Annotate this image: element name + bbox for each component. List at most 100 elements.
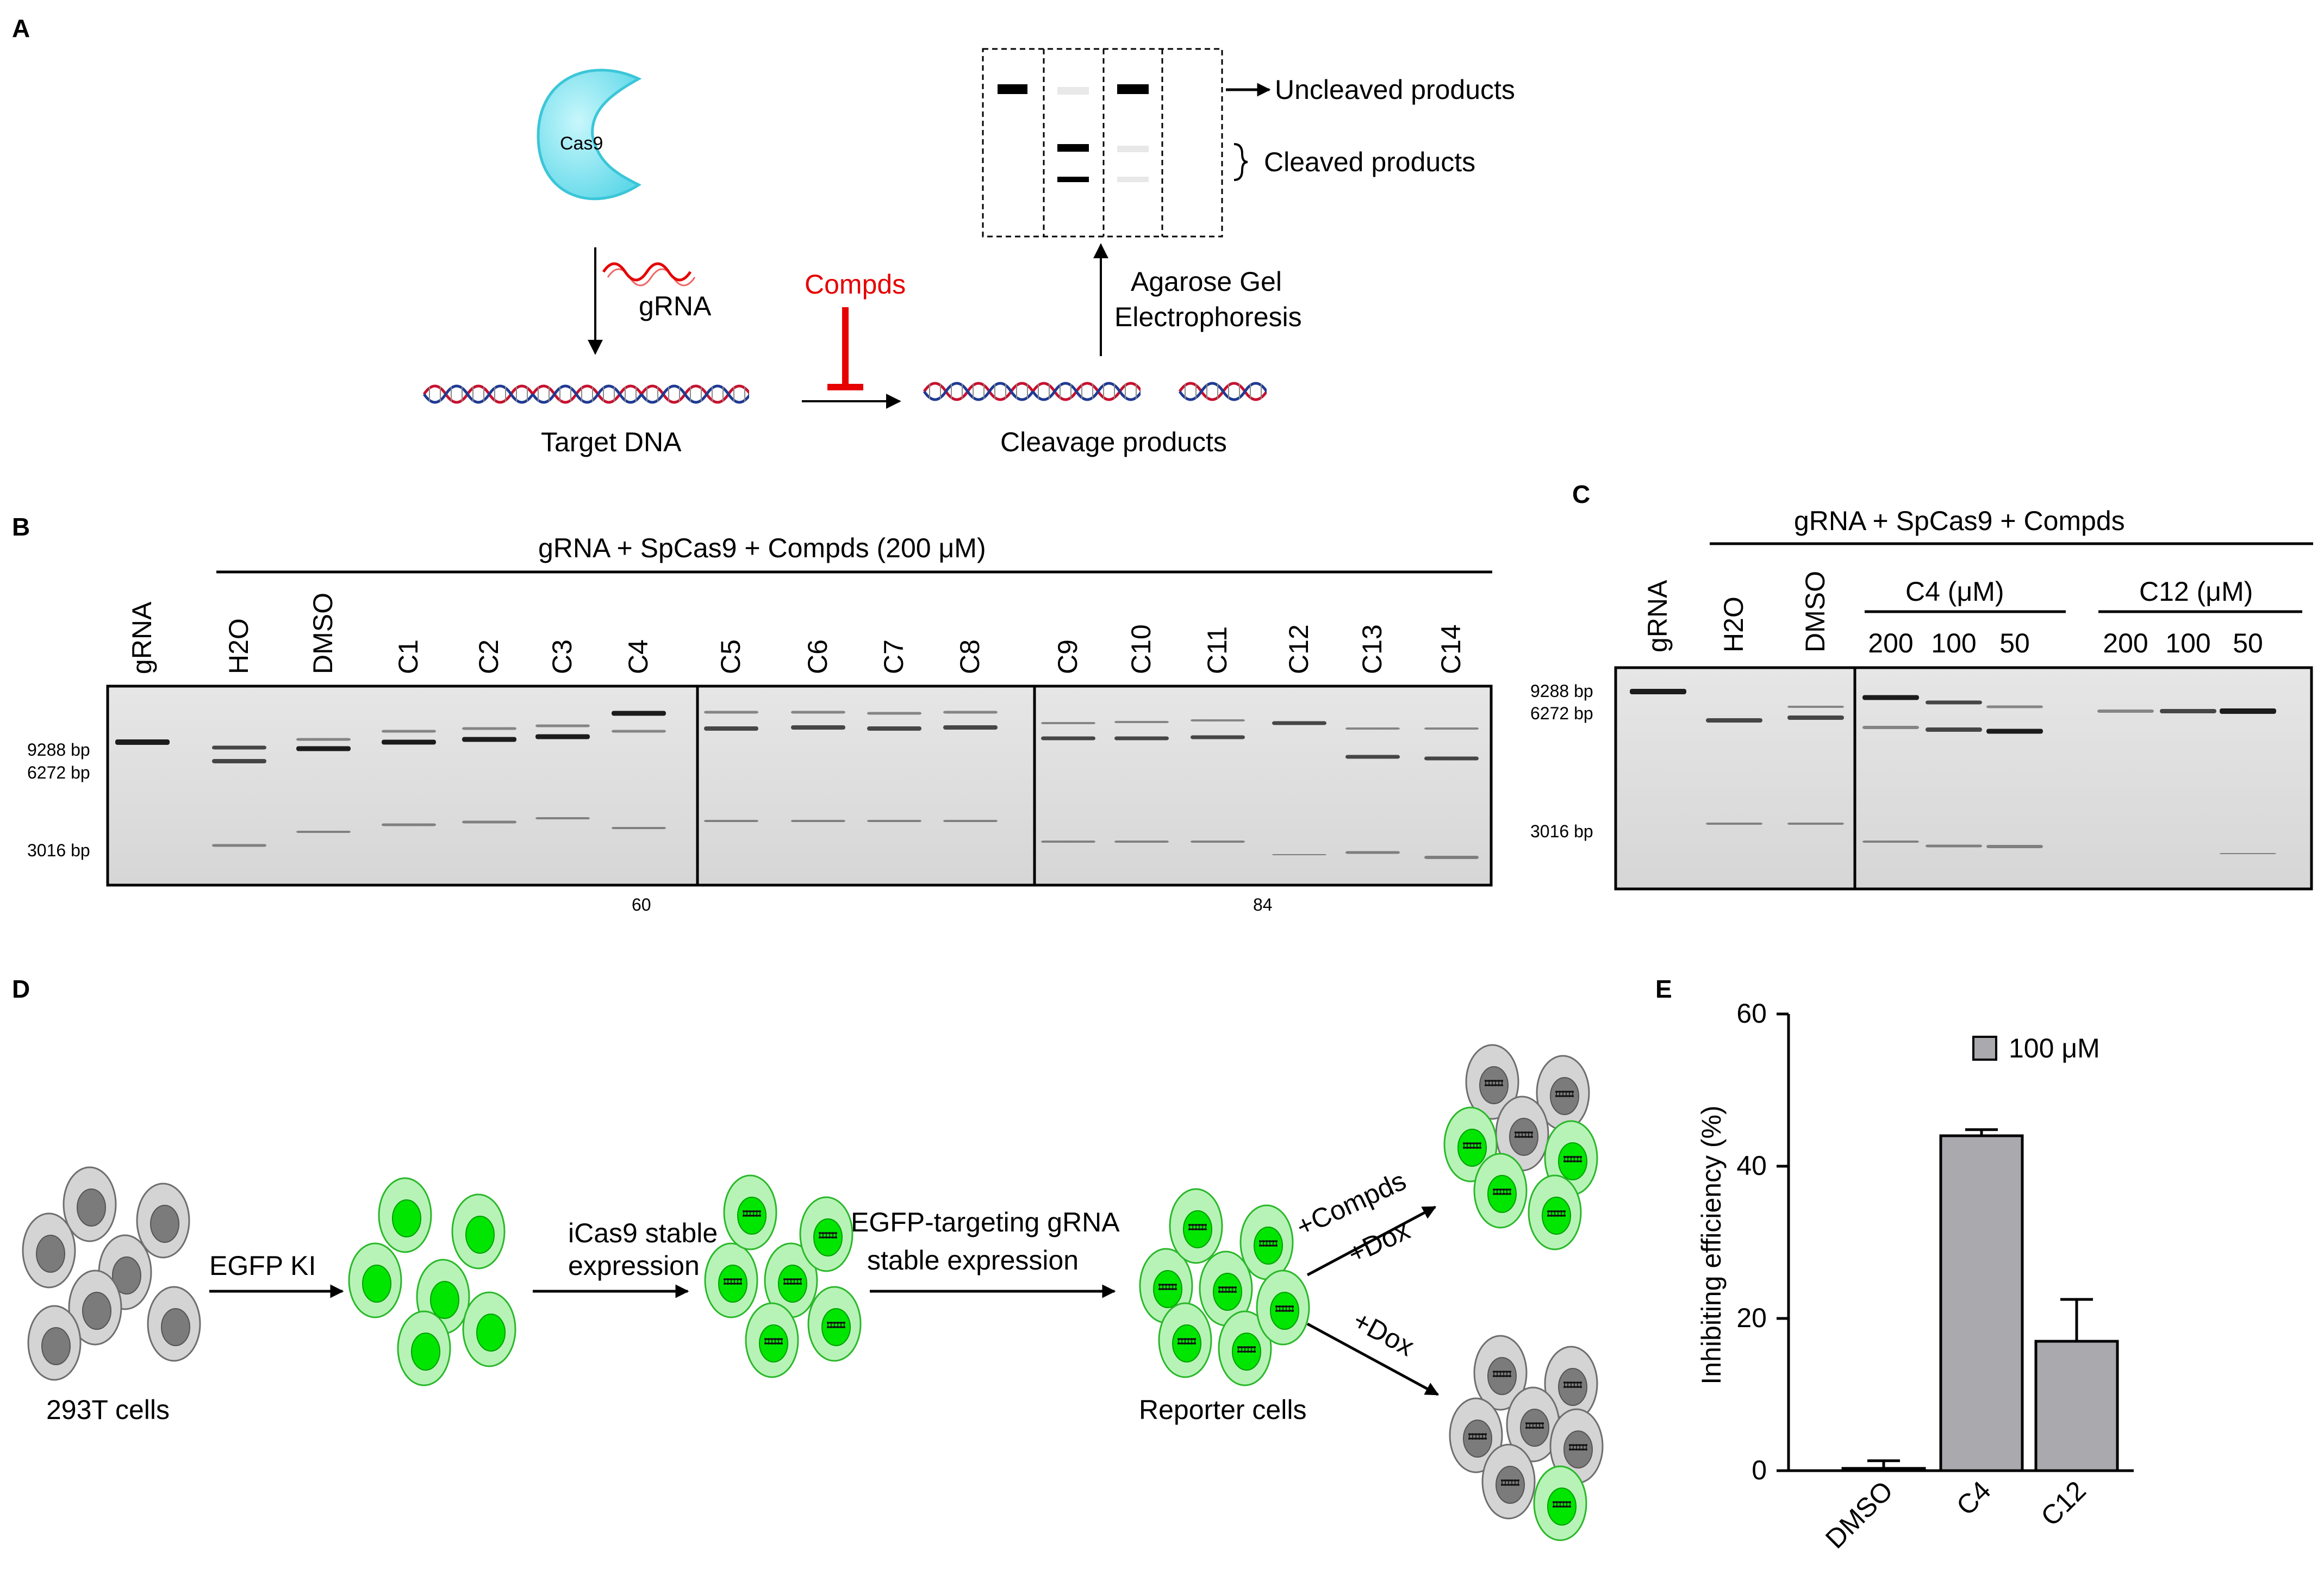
gel-band (1986, 845, 2043, 848)
gel-band (1424, 856, 1479, 859)
compds-dox-label-dox: +Dox (1343, 1215, 1415, 1270)
panel-c-bands (1630, 689, 2276, 854)
gel-band (1041, 841, 1095, 843)
panel-b-label: B (12, 513, 30, 541)
schematic-gel (982, 48, 1223, 238)
gel-band (212, 759, 266, 763)
cleavage-products-label: Cleavage products (1000, 427, 1227, 457)
y-tick-label: 60 (1736, 998, 1767, 1029)
gel-band (1926, 844, 1982, 848)
lane-label-b: C7 (878, 639, 909, 674)
icas9-label-1: iCas9 stable (568, 1218, 718, 1248)
gel-band (1424, 756, 1479, 761)
marker-b-6272: 6272 bp (27, 763, 90, 782)
gel-band (612, 827, 666, 829)
egfp-grna-label-2: stable expression (867, 1245, 1079, 1275)
concentration-label: 200 (1868, 628, 1913, 658)
icas9-label-2: expression (568, 1250, 700, 1281)
gel-c-block-2 (1853, 666, 2313, 891)
gel-band (1114, 841, 1169, 843)
gel-band (2097, 710, 2154, 713)
egfp-grna-label-1: EGFP-targeting gRNA (851, 1207, 1120, 1237)
lane-label-b: C8 (955, 639, 985, 674)
gel-band (1345, 755, 1400, 759)
gel-band (462, 820, 516, 824)
reporter-cells-label: Reporter cells (1139, 1395, 1306, 1425)
lane-label-b: DMSO (308, 593, 338, 674)
c4-group-label: C4 (μM) (1905, 576, 2004, 607)
lane-label-b: C11 (1202, 626, 1232, 674)
gel-band (704, 820, 758, 822)
marker-c-6272: 6272 bp (1530, 704, 1593, 723)
panel-c-header: gRNA + SpCas9 + Compds (1794, 506, 2125, 536)
gel-band (535, 734, 590, 739)
marker-b-3016: 3016 bp (27, 841, 90, 860)
y-tick-label: 0 (1752, 1455, 1767, 1485)
gel-band (704, 726, 758, 731)
gel-band (1424, 727, 1479, 730)
gel-band (1041, 722, 1095, 724)
cleaved-label: Cleaved products (1264, 147, 1475, 177)
gel-band (1191, 841, 1245, 843)
gel-band (1986, 729, 2043, 734)
gel-band (382, 739, 436, 745)
cas9-label: Cas9 (560, 133, 603, 154)
gel-band (791, 820, 845, 822)
gel-c-block-1 (1614, 666, 1856, 891)
grna-icon (602, 262, 692, 282)
marker-b-9288: 9288 bp (27, 740, 90, 760)
gel-band (704, 711, 758, 714)
cleaved-bracket (1233, 143, 1248, 181)
gel-label-line1: Agarose Gel (1131, 266, 1282, 297)
x-tick-label: C12 (2035, 1475, 2091, 1532)
lane-label-b: C10 (1126, 624, 1156, 674)
y-tick-label: 20 (1736, 1303, 1767, 1333)
lane-label-b: H2O (223, 618, 254, 674)
compds-outcome-cluster-icon (1443, 1044, 1598, 1250)
y-axis-label: Inhibiting efficiency (%) (1696, 1105, 1727, 1384)
gel-band (1862, 695, 1919, 700)
footnote-60: 60 (632, 895, 651, 914)
lane-label-b: C1 (393, 639, 423, 674)
gel-band (1630, 689, 1686, 694)
gel-band (1862, 841, 1919, 843)
concentration-label: 50 (2233, 628, 2263, 658)
gel-band (212, 745, 266, 750)
x-tick-label: DMSO (1820, 1475, 1899, 1554)
gel-band (2220, 853, 2276, 854)
egfp-ki-label: EGFP KI (209, 1250, 316, 1281)
gel-band (1041, 736, 1095, 741)
gel-band (382, 730, 436, 733)
gel-band (612, 711, 666, 716)
bar (1939, 1134, 2024, 1472)
gel-band (115, 739, 170, 745)
panel-a-label: A (12, 14, 30, 42)
cells-293t-cluster-icon (22, 1166, 201, 1381)
gel-band (212, 844, 266, 847)
cleavage-dna-icon (924, 383, 1033, 400)
marker-c-9288: 9288 bp (1530, 681, 1593, 701)
gel-band (1191, 735, 1245, 739)
c12-group-label: C12 (μM) (2139, 576, 2253, 607)
legend-label: 100 μM (2009, 1033, 2100, 1063)
egfp-cells-cluster-icon (348, 1177, 516, 1386)
gel-band (1114, 736, 1169, 741)
lane-label-b: C13 (1357, 624, 1387, 674)
lane-label-c: gRNA (1642, 580, 1673, 652)
panel-b-header: gRNA + SpCas9 + Compds (200 μM) (538, 533, 986, 563)
lane-label-c: DMSO (1800, 571, 1830, 652)
lane-label-b: C6 (802, 639, 833, 674)
marker-c-3016: 3016 bp (1530, 822, 1593, 841)
gel-band (535, 817, 590, 819)
gel-label-line2: Electrophoresis (1114, 302, 1302, 332)
gel-band (943, 711, 998, 714)
bar (2034, 1340, 2119, 1472)
gel-band (1706, 718, 1762, 723)
cells-293t-label: 293T cells (46, 1395, 170, 1425)
gel-band (612, 730, 666, 733)
gel-band (2160, 709, 2216, 713)
